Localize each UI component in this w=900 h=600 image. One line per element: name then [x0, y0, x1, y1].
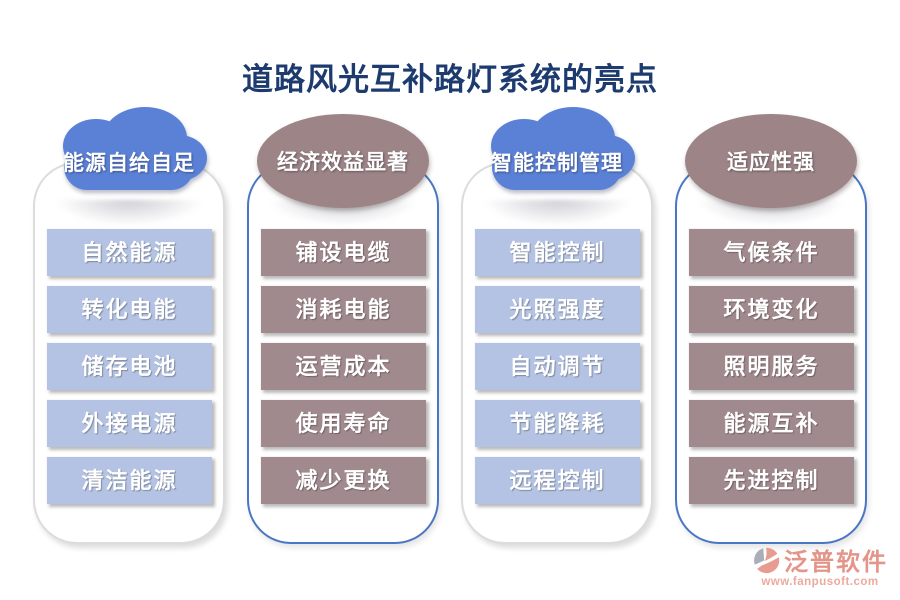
feature-item: 储存电池 — [46, 342, 212, 390]
feature-item: 智能控制 — [474, 228, 640, 276]
ellipse-shape: 适应性强 — [685, 114, 857, 208]
feature-item: 消耗电能 — [260, 285, 426, 333]
feature-item: 远程控制 — [474, 456, 640, 504]
cloud-icon — [63, 107, 207, 190]
ellipse-shape: 经济效益显著 — [257, 114, 429, 208]
cloud-icon — [491, 107, 635, 190]
feature-item: 先进控制 — [688, 456, 854, 504]
watermark-row: 泛普软件 — [752, 542, 888, 577]
feature-item: 外接电源 — [46, 399, 212, 447]
column-adaptability: 适应性强 气候条件 环境变化 照明服务 能源互补 先进控制 — [675, 100, 867, 552]
feature-item: 减少更换 — [260, 456, 426, 504]
watermark-url: www.fanpusoft.com — [761, 576, 879, 588]
item-list: 智能控制 光照强度 自动调节 节能降耗 远程控制 — [461, 228, 653, 504]
item-list: 气候条件 环境变化 照明服务 能源互补 先进控制 — [675, 228, 867, 504]
feature-item: 自然能源 — [46, 228, 212, 276]
feature-item: 节能降耗 — [474, 399, 640, 447]
feature-item: 转化电能 — [46, 285, 212, 333]
item-list: 自然能源 转化电能 储存电池 外接电源 清洁能源 — [33, 228, 225, 504]
feature-item: 环境变化 — [688, 285, 854, 333]
feature-item: 运营成本 — [260, 342, 426, 390]
columns-row: 能源自给自足 自然能源 转化电能 储存电池 外接电源 清洁能源 经济效益显著 铺… — [33, 100, 867, 552]
item-list: 铺设电缆 消耗电能 运营成本 使用寿命 减少更换 — [247, 228, 439, 504]
page-title: 道路风光互补路灯系统的亮点 — [242, 62, 658, 97]
feature-item: 光照强度 — [474, 285, 640, 333]
column-header-label: 智能控制管理 — [491, 151, 623, 175]
cloud-shape: 能源自给自足 — [48, 102, 210, 192]
feature-item: 照明服务 — [688, 342, 854, 390]
column-energy-self-sufficiency: 能源自给自足 自然能源 转化电能 储存电池 外接电源 清洁能源 — [33, 100, 225, 552]
cloud-shape: 智能控制管理 — [476, 102, 638, 192]
column-header-label: 能源自给自足 — [63, 151, 195, 175]
feature-item: 自动调节 — [474, 342, 640, 390]
column-economic-benefits: 经济效益显著 铺设电缆 消耗电能 运营成本 使用寿命 减少更换 — [247, 100, 439, 552]
feature-item: 铺设电缆 — [260, 228, 426, 276]
watermark-logo: 泛普软件 www.fanpusoft.com — [752, 542, 888, 588]
feature-item: 气候条件 — [688, 228, 854, 276]
watermark-brand: 泛普软件 — [784, 549, 888, 576]
fanpu-logo-icon — [754, 547, 780, 573]
column-header-label: 适应性强 — [727, 150, 815, 174]
column-header-label: 经济效益显著 — [277, 150, 409, 174]
feature-item: 能源互补 — [688, 399, 854, 447]
column-intelligent-control: 智能控制管理 智能控制 光照强度 自动调节 节能降耗 远程控制 — [461, 100, 653, 552]
feature-item: 使用寿命 — [260, 399, 426, 447]
feature-item: 清洁能源 — [46, 456, 212, 504]
